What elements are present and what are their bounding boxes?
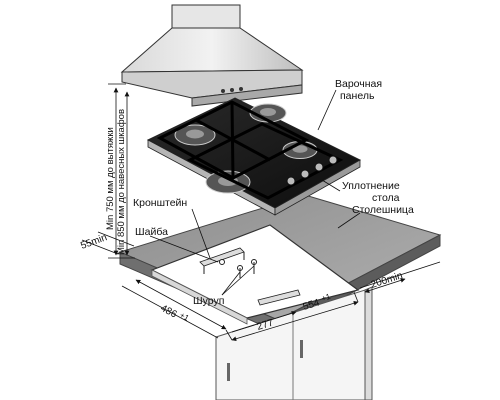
depth-dimension: 486 +1 xyxy=(159,303,191,323)
hob-label: Варочная панель xyxy=(335,78,385,102)
pan-supports xyxy=(156,100,344,200)
cooker-hood xyxy=(120,4,304,107)
width-value: 554 xyxy=(302,297,322,313)
cabinet-min-label: Min 850 мм до навесных шкафов xyxy=(116,109,127,255)
half-width-label: 277 xyxy=(256,317,276,333)
control-knob-3 xyxy=(314,162,324,172)
hood-button-2 xyxy=(230,88,234,92)
control-knob-1 xyxy=(286,176,296,186)
leader-lines xyxy=(149,89,361,296)
worktop-label: Столешница xyxy=(352,204,414,216)
gas-hob xyxy=(146,97,362,216)
screw-label: Шуруп xyxy=(193,295,224,307)
seal-label-line-2: стола xyxy=(372,192,400,204)
bracket-assembly-left xyxy=(199,247,257,278)
control-knob-2 xyxy=(300,169,310,179)
seal-label: Уплотнение стола xyxy=(342,180,403,204)
hood-button-3 xyxy=(239,87,243,91)
depth-tolerance: +1 xyxy=(178,311,191,323)
width-tolerance: +1 xyxy=(320,292,332,303)
bracket-label: Кронштейн xyxy=(133,197,187,209)
hob-label-line-1: Варочная xyxy=(335,78,382,90)
hob-label-line-2: панель xyxy=(340,90,375,102)
burner-rear-left xyxy=(174,124,216,146)
washer-icon xyxy=(219,259,225,265)
hood-min-label: Min 750 мм до вытяжки xyxy=(105,127,116,230)
cabinet-handle-left xyxy=(227,363,230,381)
depth-value: 486 xyxy=(159,303,179,321)
dimension-lines xyxy=(81,83,441,342)
seal-label-line-1: Уплотнение xyxy=(342,180,400,192)
width-dimension: 554 +1 xyxy=(302,292,332,313)
cabinet-handle-right xyxy=(300,340,303,358)
control-knob-4 xyxy=(328,155,338,165)
hood-button-1 xyxy=(221,89,225,93)
washer-label: Шайба xyxy=(135,226,168,238)
